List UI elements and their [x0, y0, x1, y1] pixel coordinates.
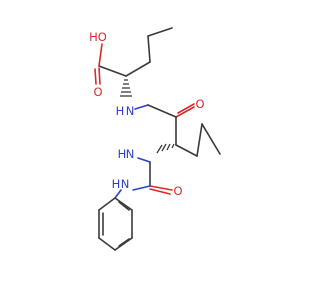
hydroxyl-label: HO: [89, 30, 107, 44]
bond: [175, 144, 198, 157]
bond: [147, 27, 173, 37]
bond: [137, 157, 151, 163]
urea-nitrogen-2-hydrogen-label: H: [112, 177, 121, 191]
stereo-hash-bond: [120, 79, 132, 97]
bond: [175, 106, 195, 118]
bond: [114, 189, 122, 199]
molecule-structure-diagram: HO O N H O N H O N H: [89, 27, 221, 251]
bond: [98, 237, 116, 251]
acid-oxygen-label: O: [93, 85, 102, 99]
bond: [98, 43, 103, 67]
bond: [98, 67, 101, 85]
bond: [118, 201, 130, 211]
bond: [134, 104, 149, 110]
bond: [118, 238, 130, 247]
bond: [201, 123, 221, 155]
bond: [114, 197, 133, 211]
amide-nitrogen-hydrogen-label: H: [116, 104, 125, 118]
bond: [147, 104, 177, 118]
bond: [94, 68, 97, 85]
stereo-hash-bond: [156, 143, 175, 154]
urea-nitrogen-1-hydrogen-label: H: [118, 147, 127, 161]
bond: [196, 123, 203, 157]
amide-oxygen-label: O: [195, 97, 204, 111]
bond: [147, 35, 151, 63]
bond: [132, 185, 151, 191]
bond: [177, 103, 195, 114]
bond: [125, 61, 151, 77]
urea-nitrogen-1-label: N: [126, 147, 135, 161]
bond: [114, 237, 133, 251]
amide-nitrogen-label: N: [126, 104, 135, 118]
bond: [98, 65, 127, 77]
bond: [98, 197, 116, 211]
bond: [149, 188, 171, 195]
urea-nitrogen-2-label: N: [121, 177, 130, 191]
urea-oxygen-label: O: [173, 184, 182, 198]
bond: [149, 185, 173, 191]
